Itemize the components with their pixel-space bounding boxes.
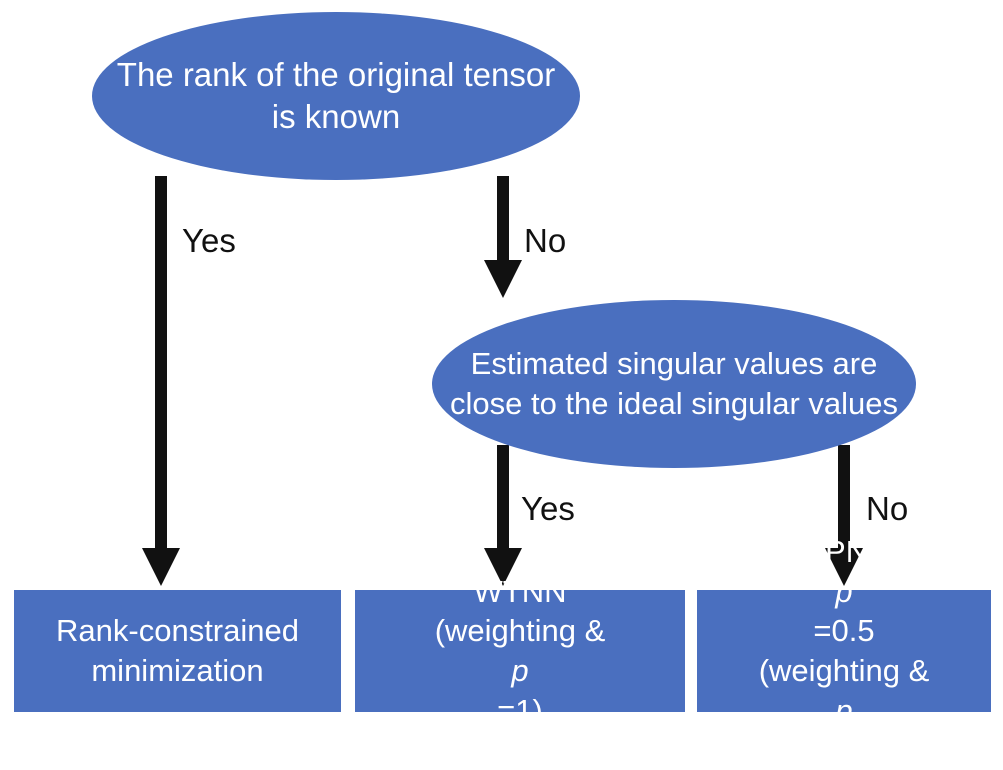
wtnn-line2-prefix: (weighting &	[434, 613, 606, 649]
arrow-decision2-no-shaft	[838, 445, 850, 550]
arrow-root-no-shaft	[497, 176, 509, 262]
edge-label-decision2-no: No	[866, 490, 909, 527]
decision-rank-known-line2: is known	[271, 98, 401, 135]
decision-singular-values-line1: Estimated singular values are	[470, 346, 878, 382]
wtspn-line1-p-symbol: p	[835, 573, 853, 609]
wtspn-line2-suffix: =0.5)	[808, 732, 880, 768]
wtnn-line2-suffix: =1)	[497, 692, 543, 728]
arrow-root-yes-head	[142, 548, 180, 586]
arrow-decision2-yes-shaft	[497, 445, 509, 550]
rank-box-line2: minimization	[91, 653, 264, 688]
wtspn-line1-prefix: WTSPN with	[756, 533, 932, 569]
decision-rank-known-line1: The rank of the original tensor	[116, 55, 556, 93]
connector-arrows	[142, 176, 863, 586]
decision-singular-values-close: Estimated singular values are close to t…	[432, 300, 916, 468]
edge-label-root-yes: Yes	[182, 222, 236, 259]
wtnn-line2-p-symbol: p	[511, 653, 529, 688]
result-wtnn: WTNN (weighting & p =1)	[355, 574, 685, 728]
edge-label-decision2-yes: Yes	[521, 490, 575, 527]
rank-box-line1: Rank-constrained	[56, 613, 299, 649]
edge-label-root-no: No	[524, 222, 567, 259]
wtspn-line1-suffix: =0.5	[813, 613, 875, 649]
wtspn-line2-prefix: (weighting &	[758, 653, 930, 688]
wtspn-box-line1: WTSPN with p =0.5	[756, 532, 932, 651]
arrow-root-yes-shaft	[155, 176, 167, 550]
arrow-decision2-no-head	[825, 548, 863, 586]
wtnn-box-line1: WTNN	[473, 573, 567, 609]
arrow-decision2-yes-head	[484, 548, 522, 586]
wtnn-box-line2: (weighting & p =1)	[435, 611, 606, 730]
decision-singular-values-line2: close to the ideal singular values	[449, 386, 899, 421]
wtspn-line2-p-symbol: p	[835, 692, 853, 728]
decision-rank-known: The rank of the original tensor is known	[92, 12, 580, 180]
arrow-root-no-head	[484, 260, 522, 298]
result-rank-constrained-minimization: Rank-constrained minimization	[14, 590, 341, 712]
result-wtspn: WTSPN with p =0.5 (weighting & p =0.5)	[697, 534, 991, 767]
wtspn-box-line2: (weighting & p =0.5)	[759, 651, 930, 770]
